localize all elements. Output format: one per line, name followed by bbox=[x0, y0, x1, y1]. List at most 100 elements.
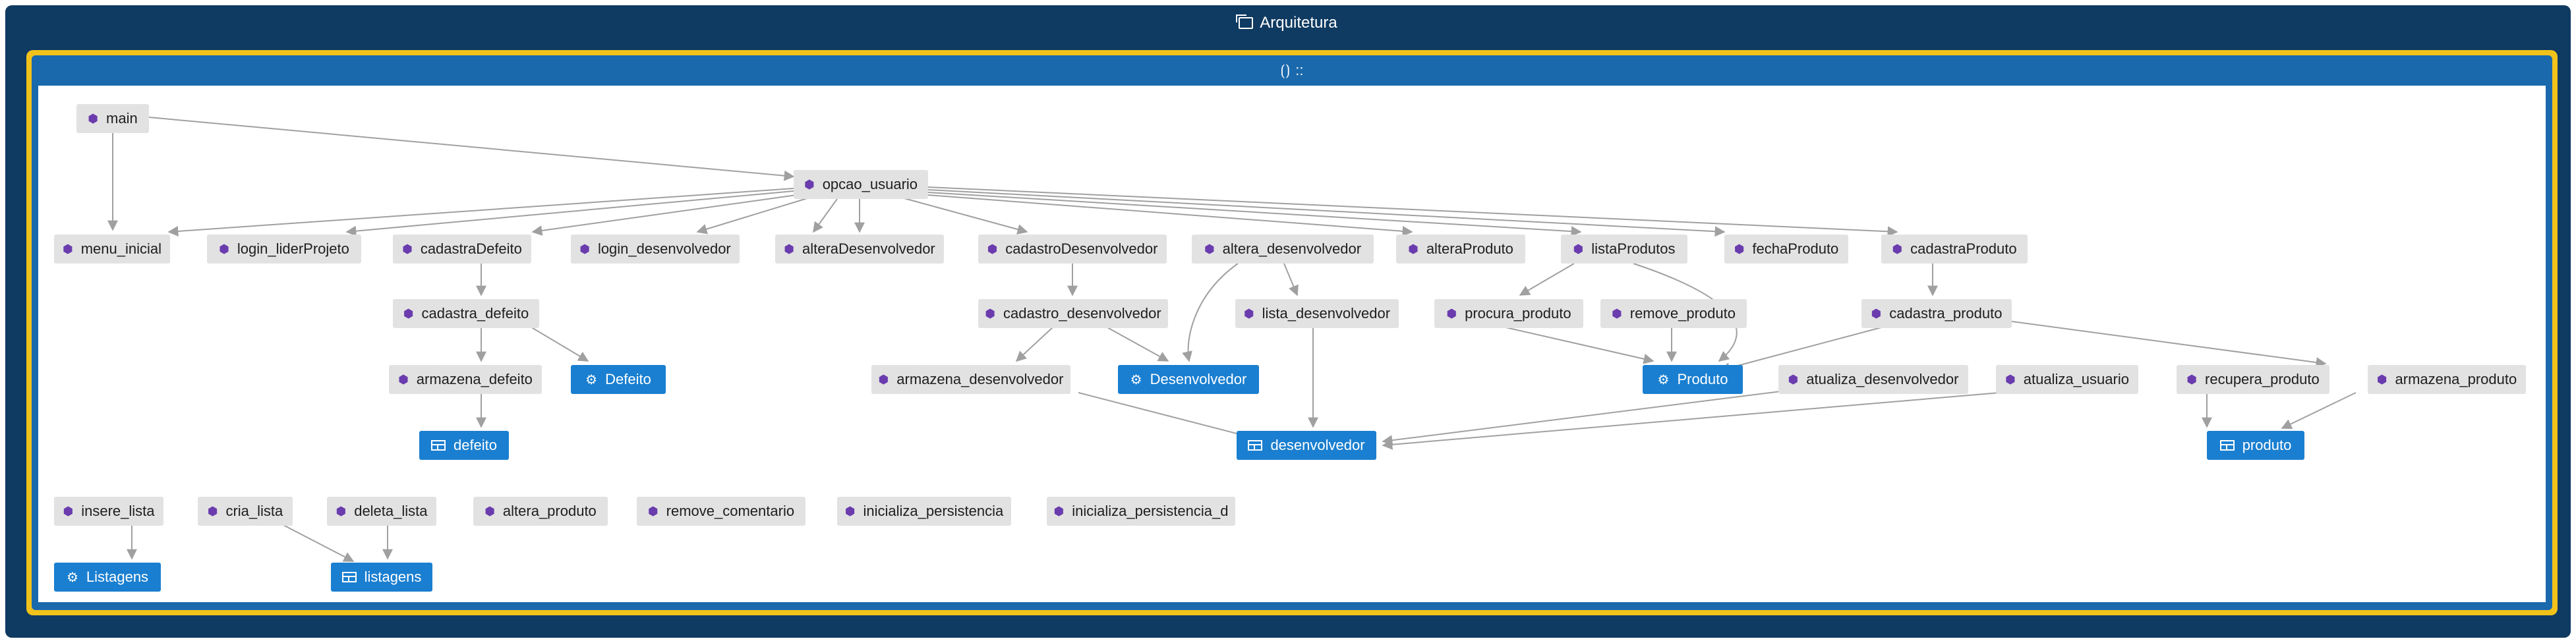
node-atualiza-usuario[interactable]: ⬢atualiza_usuario bbox=[1996, 365, 2138, 394]
edge bbox=[1382, 392, 2001, 450]
node-lista-desenvolvedor[interactable]: ⬢lista_desenvolvedor bbox=[1235, 299, 1399, 328]
method-icon: ⬢ bbox=[2376, 372, 2387, 386]
class-icon: ⚙ bbox=[1130, 372, 1142, 387]
node-cadastrodesenvolvedor[interactable]: ⬢cadastroDesenvolvedor bbox=[978, 235, 1167, 264]
node-login-desenvolvedor[interactable]: ⬢login_desenvolvedor bbox=[571, 235, 740, 264]
table-icon bbox=[2219, 440, 2235, 451]
method-icon: ⬢ bbox=[784, 242, 794, 256]
node-procura-produto[interactable]: ⬢procura_produto bbox=[1434, 299, 1583, 328]
edge bbox=[927, 192, 1582, 237]
method-icon: ⬢ bbox=[1243, 306, 1254, 320]
node-desenvolvedor-table[interactable]: desenvolvedor bbox=[1237, 431, 1376, 460]
node-produto-table[interactable]: produto bbox=[2207, 431, 2304, 460]
node-altera-desenvolvedor[interactable]: ⬢altera_desenvolvedor bbox=[1192, 235, 1374, 264]
node-cadastra-produto[interactable]: ⬢cadastra_produto bbox=[1861, 299, 2012, 328]
node-remove-comentario[interactable]: ⬢remove_comentario bbox=[637, 497, 805, 526]
node-fechaproduto[interactable]: ⬢fechaProduto bbox=[1724, 235, 1848, 264]
edge bbox=[1982, 317, 2327, 368]
namespace-title: :: bbox=[1295, 62, 1304, 78]
edge bbox=[927, 194, 1413, 237]
diagram-canvas: ⬢main ⬢opcao_usuario ⬢menu_inicial ⬢logi… bbox=[38, 86, 2546, 602]
method-icon: ⬢ bbox=[579, 242, 590, 256]
edge bbox=[167, 188, 794, 237]
method-icon: ⬢ bbox=[1788, 372, 1799, 386]
node-cadastro-desenvolvedor[interactable]: ⬢cadastro_desenvolvedor bbox=[978, 299, 1168, 328]
node-opcao-usuario[interactable]: ⬢opcao_usuario bbox=[794, 170, 928, 199]
node-cadastradefeito[interactable]: ⬢cadastraDefeito bbox=[393, 235, 531, 264]
method-icon: ⬢ bbox=[878, 372, 889, 386]
method-icon: ⬢ bbox=[1573, 242, 1584, 256]
node-atualiza-desenvolvedor[interactable]: ⬢atualiza_desenvolvedor bbox=[1778, 365, 1968, 394]
namespace-group[interactable]: ⟮⟯ :: bbox=[32, 55, 2552, 610]
node-listagens-table[interactable]: listagens bbox=[331, 563, 432, 592]
edge bbox=[927, 189, 1726, 237]
node-defeito-table[interactable]: defeito bbox=[419, 431, 509, 460]
node-armazena-produto[interactable]: ⬢armazena_produto bbox=[2368, 365, 2526, 394]
method-icon: ⬢ bbox=[403, 306, 414, 320]
edge bbox=[1502, 326, 1654, 364]
method-icon: ⬢ bbox=[1892, 242, 1903, 256]
node-insere-lista[interactable]: ⬢insere_lista bbox=[54, 497, 163, 526]
window-title: Arquitetura bbox=[1260, 14, 1337, 32]
method-icon: ⬢ bbox=[2005, 372, 2016, 386]
edge bbox=[901, 197, 1028, 235]
node-alteradesenvolvedor[interactable]: ⬢alteraDesenvolvedor bbox=[775, 235, 944, 264]
window-icon bbox=[1236, 14, 1254, 29]
node-main[interactable]: ⬢main bbox=[76, 104, 149, 133]
class-icon: ⚙ bbox=[66, 570, 78, 585]
class-icon: ⚙ bbox=[1657, 372, 1670, 387]
method-icon: ⬢ bbox=[804, 177, 815, 191]
node-deleta-lista[interactable]: ⬢deleta_lista bbox=[327, 497, 436, 526]
method-icon: ⬢ bbox=[1612, 306, 1622, 320]
edge bbox=[2281, 392, 2356, 429]
method-icon: ⬢ bbox=[1871, 306, 1882, 320]
edge bbox=[1283, 263, 1299, 296]
method-icon: ⬢ bbox=[88, 111, 99, 125]
node-defeito-class[interactable]: ⚙Defeito bbox=[571, 365, 666, 394]
edge bbox=[148, 117, 795, 181]
method-icon: ⬢ bbox=[1204, 242, 1215, 256]
edge bbox=[531, 194, 797, 236]
method-icon: ⬢ bbox=[484, 504, 495, 518]
method-icon: ⬢ bbox=[63, 504, 74, 518]
table-icon bbox=[1248, 440, 1263, 451]
window-title-bar: Arquitetura bbox=[5, 5, 2571, 41]
method-icon: ⬢ bbox=[844, 504, 856, 518]
node-listagens-class[interactable]: ⚙Listagens bbox=[54, 563, 161, 592]
node-armazena-defeito[interactable]: ⬢armazena_defeito bbox=[389, 365, 542, 394]
node-desenvolvedor-class[interactable]: ⚙Desenvolvedor bbox=[1118, 365, 1259, 394]
edge bbox=[696, 197, 810, 235]
node-armazena-desenvolvedor[interactable]: ⬢armazena_desenvolvedor bbox=[871, 365, 1070, 394]
method-icon: ⬢ bbox=[402, 242, 413, 256]
method-icon: ⬢ bbox=[647, 504, 659, 518]
node-menu-inicial[interactable]: ⬢menu_inicial bbox=[54, 235, 170, 264]
node-cria-lista[interactable]: ⬢cria_lista bbox=[198, 497, 293, 526]
method-icon: ⬢ bbox=[1408, 242, 1419, 256]
method-icon: ⬢ bbox=[207, 504, 218, 518]
method-icon: ⬢ bbox=[985, 306, 995, 320]
method-icon: ⬢ bbox=[987, 242, 998, 256]
node-listaprodutos[interactable]: ⬢listaProdutos bbox=[1561, 235, 1687, 264]
edge bbox=[1519, 263, 1575, 296]
node-cadastraproduto[interactable]: ⬢cadastraProduto bbox=[1881, 235, 2028, 264]
method-icon: ⬢ bbox=[1734, 242, 1745, 256]
node-inicializa-persistencia[interactable]: ⬢inicializa_persistencia bbox=[837, 497, 1011, 526]
node-alteraproduto[interactable]: ⬢alteraProduto bbox=[1396, 235, 1525, 264]
table-icon bbox=[341, 572, 357, 582]
namespace-title-bar: ⟮⟯ :: bbox=[32, 55, 2552, 86]
class-icon: ⚙ bbox=[585, 372, 598, 387]
method-icon: ⬢ bbox=[1446, 306, 1457, 320]
node-recupera-produto[interactable]: ⬢recupera_produto bbox=[2177, 365, 2329, 394]
edge bbox=[813, 198, 838, 233]
dependency-edges bbox=[107, 117, 2356, 562]
edge bbox=[1382, 389, 1792, 446]
node-login-liderprojeto[interactable]: ⬢login_liderProjeto bbox=[207, 235, 361, 264]
node-cadastra-defeito[interactable]: ⬢cadastra_defeito bbox=[393, 299, 539, 328]
edge bbox=[927, 186, 1898, 237]
node-inicializa-persistencia-d[interactable]: ⬢inicializa_persistencia_d bbox=[1047, 497, 1235, 526]
edge bbox=[525, 323, 589, 362]
node-remove-produto[interactable]: ⬢remove_produto bbox=[1600, 299, 1747, 328]
node-altera-produto[interactable]: ⬢altera_produto bbox=[473, 497, 608, 526]
node-produto-class[interactable]: ⚙Produto bbox=[1643, 365, 1743, 394]
method-icon: ⬢ bbox=[62, 242, 73, 256]
